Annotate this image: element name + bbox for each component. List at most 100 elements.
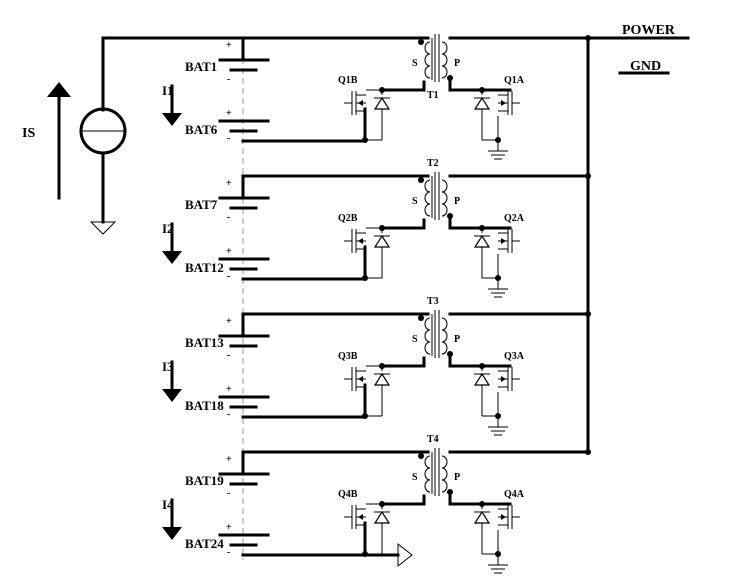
cell-top-wire (241, 174, 430, 200)
battery-top-plus-sign: + (226, 40, 232, 51)
source-ground-symbol (89, 221, 117, 235)
battery-top-minus-sign: - (227, 212, 230, 223)
switch-b-top-node (379, 501, 385, 507)
primary-polarity-dot (447, 351, 453, 357)
switch-b-mosfet-symbol (344, 91, 366, 115)
switch-b-diode-body (373, 510, 391, 524)
primary-ground-symbol (488, 554, 508, 574)
battery-top-minus-sign: - (227, 488, 230, 499)
transformer-label: T4 (427, 434, 439, 445)
secondary-switch-drain-wire (380, 356, 426, 368)
gnd-label: GND (630, 59, 661, 74)
transformer-core (434, 34, 440, 82)
switch-a-top-node (479, 225, 485, 231)
bus-junction-dot (585, 173, 591, 179)
battery-bottom-minus-sign: - (227, 547, 230, 558)
battery-bottom-label: BAT6 (185, 122, 218, 137)
switch-b-top-node (379, 363, 385, 369)
transformer-primary-coil (441, 455, 448, 493)
switch-a-diode-body (473, 96, 491, 110)
switch-a-diode-body (473, 510, 491, 524)
cell-current-label: I1 (162, 83, 174, 98)
bottom-ground-symbol (397, 542, 413, 568)
cell-current-label: I2 (162, 221, 174, 236)
header-labels: POWER GND IS (22, 23, 676, 141)
source-current-arrowhead (47, 82, 71, 97)
battery-top-plus-sign: + (226, 316, 232, 327)
switch-b-top-node (379, 225, 385, 231)
cell-top-wire (241, 312, 430, 338)
switch-b-label: Q2B (338, 213, 358, 224)
battery-bottom-plus-sign: + (226, 108, 232, 119)
switch-b-mosfet-arrow (358, 514, 363, 520)
switch-b-diode-body (373, 372, 391, 386)
battery-bottom-minus-sign: - (227, 271, 230, 282)
primary-ground-symbol (488, 416, 508, 436)
battery-top-label: BAT19 (185, 473, 224, 488)
switch-a-mosfet-arrow (501, 238, 506, 244)
switch-b-top-node (379, 87, 385, 93)
switch-a-mosfet-symbol (498, 505, 520, 529)
switch-a-mosfet-arrow (501, 100, 506, 106)
switch-b-node (362, 137, 368, 143)
transformer-primary-coil (441, 179, 448, 217)
cell-current-arrowhead (162, 389, 182, 402)
switch-b-node (362, 275, 368, 281)
switch-a-top-node (479, 87, 485, 93)
switch-b-diode-body (373, 234, 391, 248)
switch-a-top-node (479, 363, 485, 369)
battery-bottom-plus-sign: + (226, 246, 232, 257)
power-bus (463, 36, 690, 450)
battery-bottom-minus-sign: - (227, 409, 230, 420)
secondary-switch-drain-wire (380, 80, 426, 92)
primary-polarity-dot (447, 213, 453, 219)
transformer-primary-coil (441, 317, 448, 355)
cell-current-arrowhead (162, 251, 182, 264)
transformer-core (434, 172, 440, 220)
battery-top-plus-sign: + (226, 454, 232, 465)
secondary-polarity-dot (418, 453, 424, 459)
switch-a-label: Q2A (504, 213, 525, 224)
battery-top-plus-sign: + (226, 178, 232, 189)
switch-b-mosfet-symbol (344, 367, 366, 391)
switch-a-mosfet-symbol (498, 367, 520, 391)
switch-b-label: Q1B (338, 75, 358, 86)
switch-a-diode-body (473, 234, 491, 248)
switch-b-mosfet-symbol (344, 505, 366, 529)
cell-return-wire (241, 383, 367, 419)
switch-b-node (362, 551, 368, 557)
cell-current-arrowhead (162, 113, 182, 126)
battery-top-minus-sign: - (227, 350, 230, 361)
cell-current-arrowhead (162, 527, 182, 540)
transformer-label: T1 (427, 90, 439, 101)
secondary-polarity-dot (418, 177, 424, 183)
transformer-secondary-label: S (412, 472, 418, 483)
switch-a-mosfet-symbol (498, 91, 520, 115)
power-label: POWER (622, 23, 676, 38)
transformer-secondary-label: S (412, 58, 418, 69)
switch-b-label: Q4B (338, 489, 358, 500)
bus-junction-dot (585, 311, 591, 317)
switch-a-mosfet-arrow (501, 376, 506, 382)
secondary-switch-drain-wire (380, 494, 426, 506)
battery-top-minus-sign: - (227, 74, 230, 85)
transformer-secondary-coil (424, 455, 431, 493)
battery-bottom-plus-sign: + (226, 384, 232, 395)
switch-b-node (362, 413, 368, 419)
transformer-primary-label: P (454, 58, 460, 69)
transformer-secondary-label: S (412, 196, 418, 207)
battery-top-label: BAT1 (185, 59, 217, 74)
battery-bottom-label: BAT18 (185, 398, 224, 413)
cell-return-wire (241, 245, 367, 281)
switch-a-label: Q3A (504, 351, 525, 362)
switch-b-mosfet-arrow (358, 100, 363, 106)
switch-a-label: Q4A (504, 489, 525, 500)
cell-top-wire (241, 450, 430, 476)
battery-bottom-plus-sign: + (226, 522, 232, 533)
transformer-secondary-coil (424, 179, 431, 217)
transformer-secondary-coil (424, 41, 431, 79)
transformer-secondary-coil (424, 317, 431, 355)
